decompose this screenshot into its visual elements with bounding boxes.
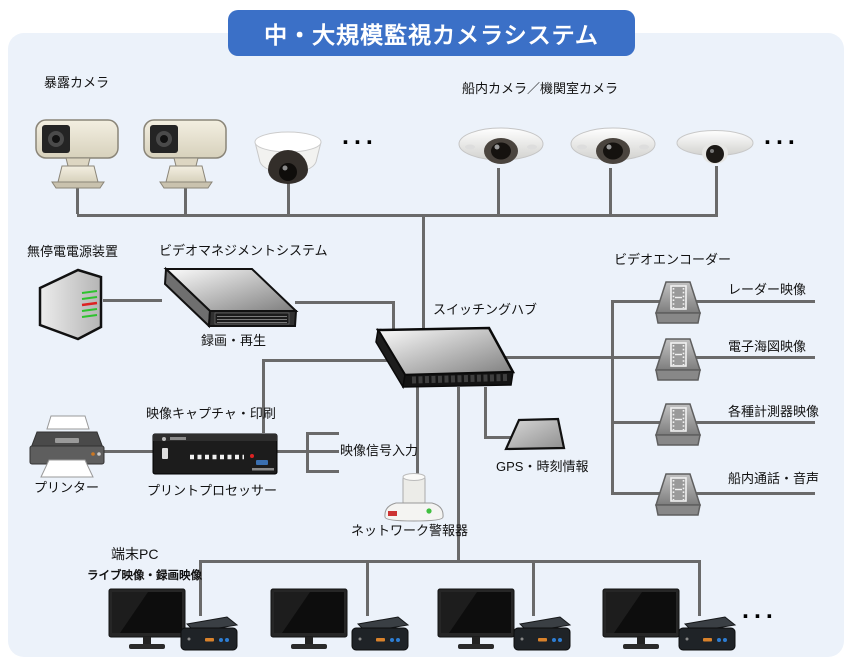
ship-camera-2 <box>570 127 656 164</box>
video-encoder-2 <box>654 338 702 381</box>
camera-bus-line <box>77 214 718 217</box>
shipcam1-drop-line <box>497 168 500 214</box>
printer-label: プリンター <box>34 480 100 495</box>
pc-bus-line <box>199 560 701 563</box>
terminal-pc-caption-label: ライブ映像・録画映像 <box>87 570 202 582</box>
bus-to-hub-line <box>422 215 425 331</box>
switching-hub <box>375 326 516 390</box>
encoder-group-label: ビデオエンコーダー <box>614 252 732 267</box>
hub-processor-h-line <box>262 359 393 362</box>
print-processor-device <box>152 433 278 475</box>
more-pcs-ellipsis: ... <box>742 596 778 624</box>
shipcam2-drop-line <box>609 168 612 214</box>
hub-processor-v-line <box>262 359 265 433</box>
mini-pc-2 <box>351 616 410 651</box>
vms-caption-label: 録画・再生 <box>201 333 267 348</box>
hub-alarm-line <box>416 387 419 475</box>
ship-camera-1 <box>458 127 544 164</box>
ups-device <box>38 268 103 341</box>
vms-server <box>163 266 299 329</box>
encoder2-line <box>502 356 815 359</box>
ups-vms-line <box>103 299 162 302</box>
pc1-drop-line <box>199 560 202 616</box>
hub-gps-v-line <box>484 387 487 439</box>
network-alarm-label: ネットワーク警報器 <box>351 523 469 538</box>
ptz2-drop-line <box>184 186 187 214</box>
printer-processor-line <box>101 450 153 453</box>
more-cameras-right-ellipsis: ... <box>764 122 800 150</box>
vms-hub-h-line <box>295 301 395 304</box>
encoder-source-chart-label: 電子海図映像 <box>728 339 807 354</box>
print-processor-label: プリントプロセッサー <box>147 483 278 498</box>
vms-label: ビデオマネジメントシステム <box>159 243 328 258</box>
network-alarm-device <box>384 473 444 522</box>
encoder-trunk-line <box>611 300 614 495</box>
pc3-drop-line <box>532 560 535 616</box>
pc2-drop-line <box>366 560 369 616</box>
monitor-4 <box>602 588 680 649</box>
input-bracket-mid <box>306 450 339 453</box>
shipcam3-drop-line <box>715 166 718 214</box>
monitor-3 <box>437 588 515 649</box>
input-bracket-top <box>306 432 339 435</box>
dome-drop-line <box>287 183 290 214</box>
pc4-drop-line <box>698 560 701 616</box>
hub-gps-h-line <box>484 436 514 439</box>
encoder-source-instruments-label: 各種計測器映像 <box>728 404 820 419</box>
video-signal-input-label: 映像信号入力 <box>340 443 419 458</box>
video-encoder-3 <box>654 403 702 446</box>
video-encoder-1 <box>654 281 702 324</box>
mini-pc-1 <box>180 616 239 651</box>
ptz-camera-2 <box>143 119 227 189</box>
encoder3-line <box>611 421 815 424</box>
page-title: 中・大規模監視カメラシステム <box>264 22 599 48</box>
ptz-camera-1 <box>35 119 119 189</box>
monitor-1 <box>108 588 186 649</box>
terminal-pc-label: 端末PC <box>111 546 159 562</box>
exposed-cameras-label: 暴露カメラ <box>44 75 110 90</box>
gps-label: GPS・時刻情報 <box>496 459 589 474</box>
hub-label: スイッチングハブ <box>433 302 538 317</box>
vms-hub-v-line <box>392 301 395 331</box>
processor-input-line <box>277 450 308 453</box>
mini-pc-3 <box>513 616 572 651</box>
ship-camera-3 <box>676 130 754 164</box>
encoder-source-radar-label: レーダー映像 <box>728 282 807 297</box>
ship-cameras-label: 船内カメラ／機関室カメラ <box>462 81 619 96</box>
printer-device <box>29 415 105 478</box>
ups-label: 無停電電源装置 <box>27 244 119 259</box>
ptz1-drop-line <box>76 186 79 214</box>
input-bracket-bottom <box>306 470 339 473</box>
encoder1-line <box>611 300 815 303</box>
capture-print-label: 映像キャプチャ・印刷 <box>146 406 276 421</box>
mini-pc-4 <box>678 616 737 651</box>
encoder4-line <box>611 492 815 495</box>
dome-camera <box>254 131 322 184</box>
more-cameras-left-ellipsis: ... <box>342 122 378 150</box>
gps-device <box>504 417 566 451</box>
video-encoder-4 <box>654 473 702 516</box>
encoder-source-intercom-label: 船内通話・音声 <box>728 471 820 486</box>
monitor-2 <box>270 588 348 649</box>
hub-pcbus-line <box>457 387 460 563</box>
title-banner: 中・大規模監視カメラシステム <box>228 10 635 56</box>
